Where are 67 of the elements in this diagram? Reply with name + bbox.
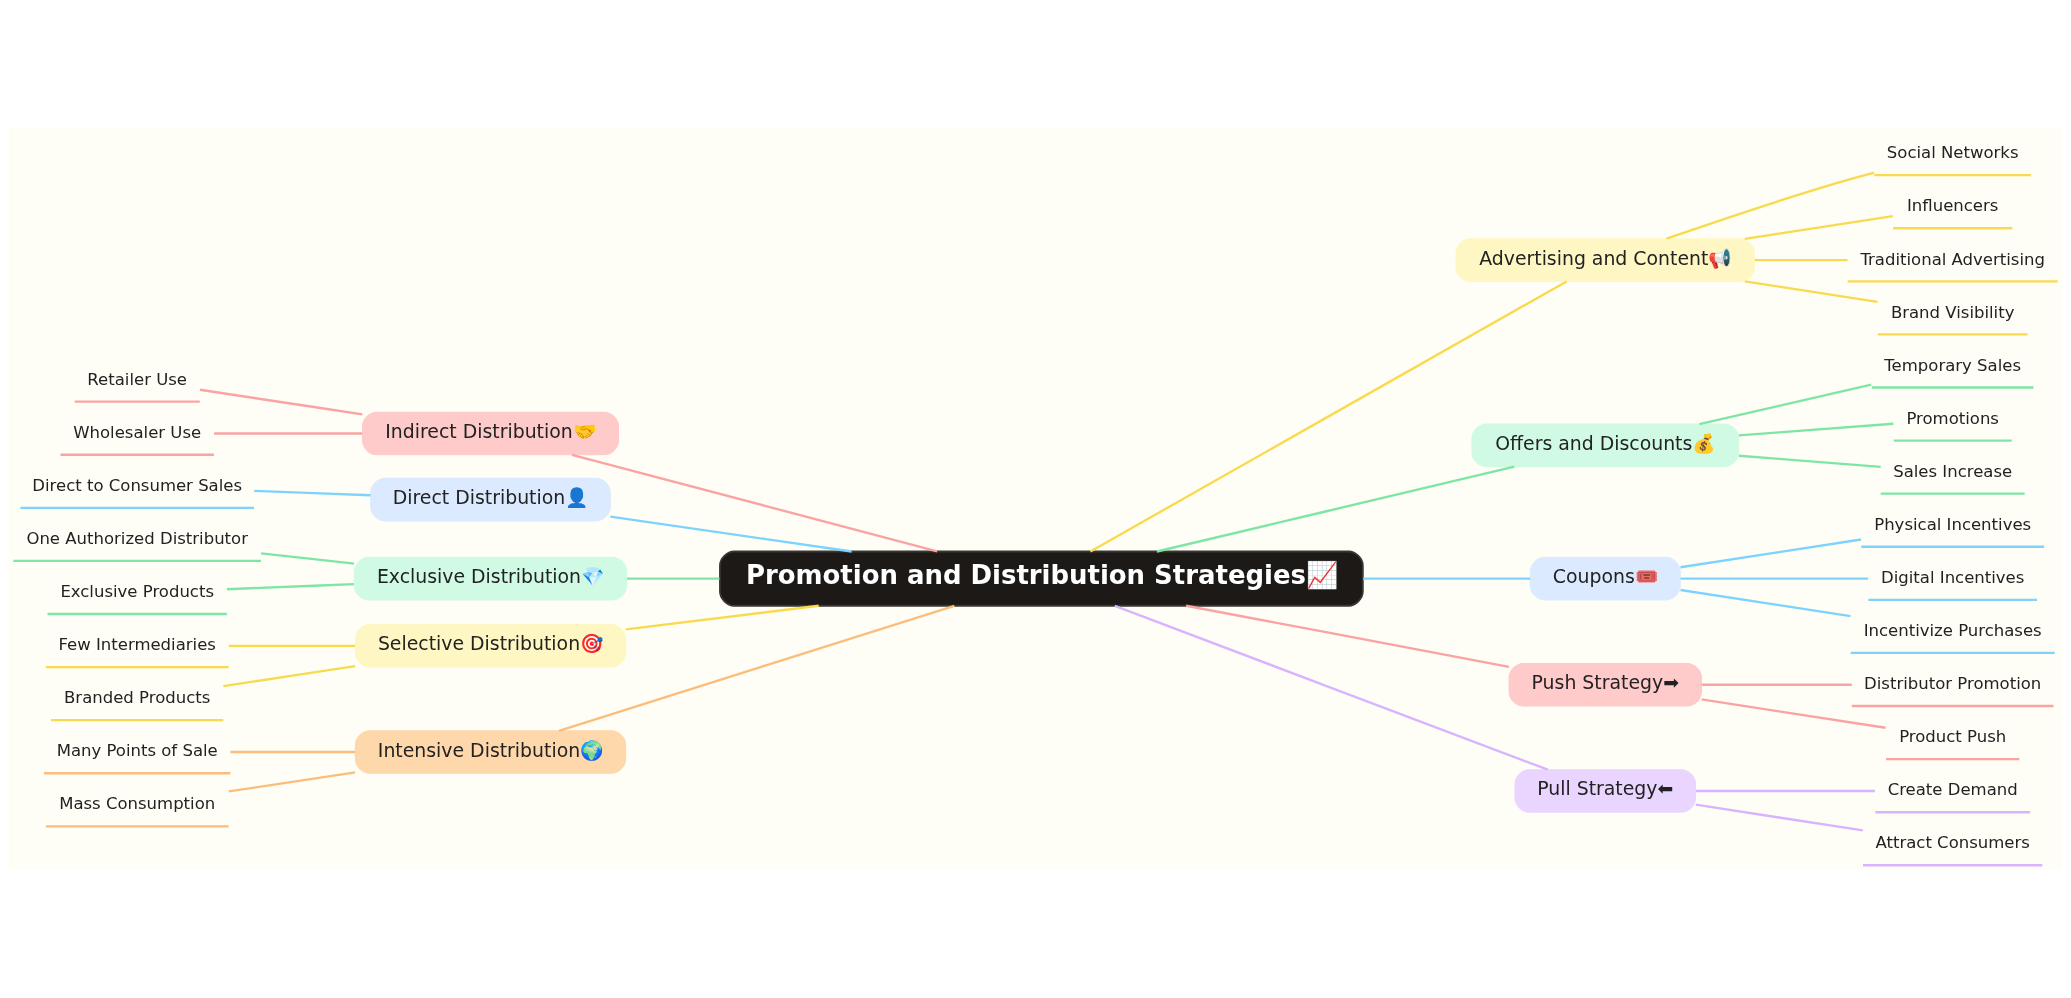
node-box: Push Strategy➡ <box>1508 662 1702 707</box>
connector <box>1754 258 1848 262</box>
connector <box>558 604 955 732</box>
connector <box>1089 280 1568 553</box>
connector <box>1680 577 1869 580</box>
node-text: Mass Consumption <box>59 794 216 814</box>
connector <box>1744 214 1893 240</box>
connector <box>1680 538 1862 569</box>
node-box: Advertising and Content📢 <box>1455 238 1756 282</box>
connector <box>214 432 363 435</box>
node-box: Intensive Distribution🌍 <box>354 730 627 774</box>
node-box: Direct Distribution👤 <box>370 477 611 522</box>
node-text: Traditional Advertising <box>1860 249 2045 269</box>
node-box: Offers and Discounts💰 <box>1471 423 1740 468</box>
node-box: Indirect Distribution🤝 <box>361 411 620 456</box>
node-text: Brand Visibility <box>1890 302 2015 322</box>
node-text: Promotions <box>1906 408 1999 428</box>
connector <box>1666 171 1875 240</box>
connector <box>1695 803 1864 832</box>
node-text: Product Push <box>1899 727 2007 747</box>
connector <box>625 604 819 631</box>
node-box: Pull Strategy⬅ <box>1514 769 1697 813</box>
connector <box>571 453 938 553</box>
connector <box>1701 698 1886 729</box>
connector <box>626 577 720 580</box>
node-text: Incentivize Purchases <box>1863 621 2042 641</box>
node-text: Temporary Sales <box>1884 355 2022 375</box>
connector <box>1185 604 1510 668</box>
connector <box>254 489 371 497</box>
connector <box>1156 465 1515 553</box>
node-text: One Authorized Distributor <box>26 529 248 549</box>
node-box: Promotion and Distribution Strategies📈 <box>719 550 1364 607</box>
node-box: Coupons🎟 <box>1529 556 1681 601</box>
connector <box>228 644 356 648</box>
node-text: Social Networks <box>1886 143 2019 163</box>
connector <box>1738 422 1894 437</box>
node-text: Wholesaler Use <box>73 422 202 442</box>
connector <box>1744 280 1878 303</box>
connector <box>223 665 356 688</box>
node-text: Sales Increase <box>1893 461 2013 481</box>
node-text: Many Points of Sale <box>56 741 218 761</box>
node-text: Distributor Promotion <box>1864 674 2042 694</box>
node-text: Few Intermediaries <box>58 635 216 655</box>
connector <box>199 388 363 416</box>
connector <box>1695 789 1875 793</box>
connector <box>610 515 852 553</box>
connector <box>1114 604 1549 771</box>
node-text: Attract Consumers <box>1875 833 2030 853</box>
connector <box>1738 454 1881 469</box>
node-text: Digital Incentives <box>1881 567 2025 587</box>
node-text: Exclusive Products <box>60 582 214 602</box>
node-box: Selective Distribution🎯 <box>354 624 627 668</box>
node-text: Physical Incentives <box>1874 514 2032 534</box>
connector <box>228 771 356 793</box>
node-text: Branded Products <box>64 688 211 708</box>
node-text: Create Demand <box>1887 780 2018 800</box>
connector <box>1701 683 1852 686</box>
node-text: Influencers <box>1906 196 1999 216</box>
node-text: Direct to Consumer Sales <box>32 475 243 495</box>
connector <box>226 582 354 591</box>
connector <box>1680 588 1851 618</box>
node-box: Exclusive Distribution💎 <box>353 556 628 601</box>
connector <box>1699 383 1872 426</box>
connector <box>230 750 356 754</box>
connector <box>1363 577 1531 580</box>
node-text: Retailer Use <box>87 369 188 389</box>
connector <box>261 552 355 565</box>
